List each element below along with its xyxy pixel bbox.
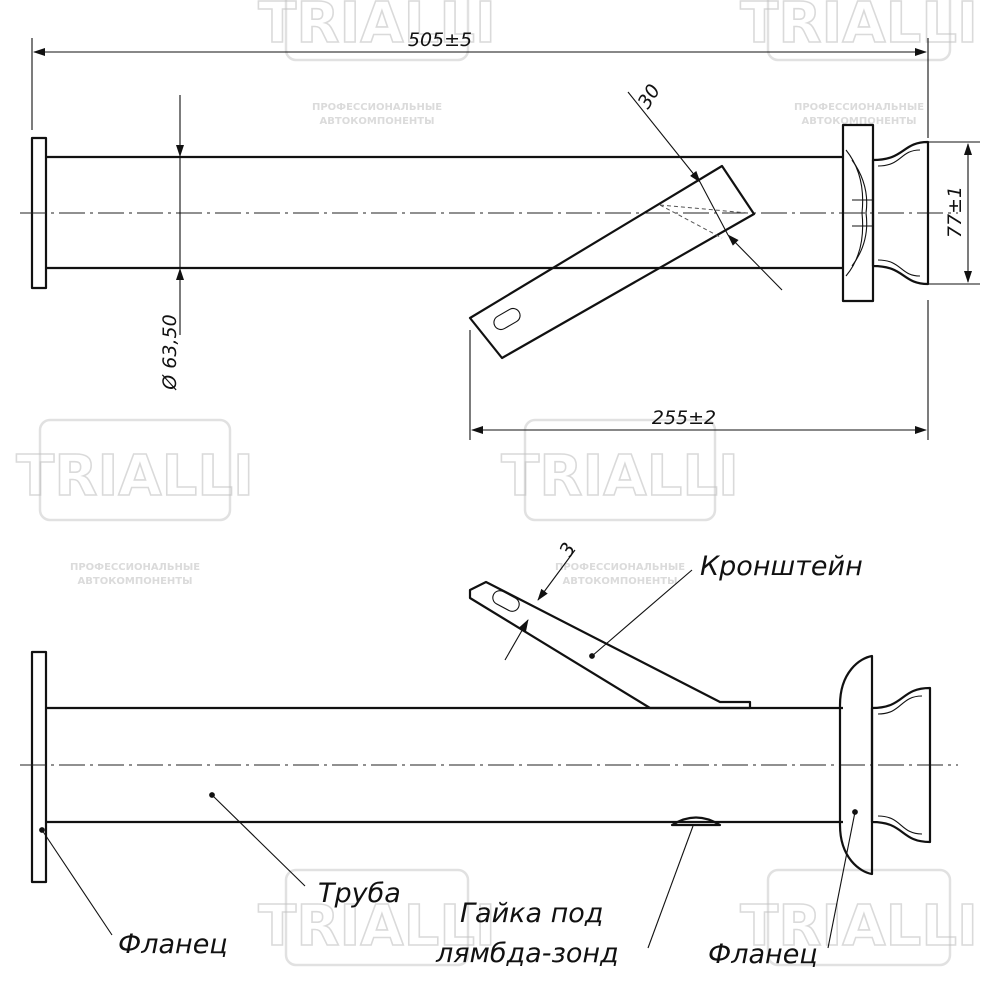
watermark-tagline: ПРОФЕССИОНАЛЬНЫЕ xyxy=(555,562,685,573)
dim-flange-height: 77±1 xyxy=(928,141,980,285)
leader-bracket xyxy=(589,569,693,659)
left-flange-side xyxy=(30,650,48,884)
leader-flange-right xyxy=(827,809,858,949)
dim-overall-length: 505±5 xyxy=(31,29,929,138)
bracket-top xyxy=(468,164,756,360)
side-view: 3 Кронштейн Труба Гайка под лямбда-зонд … xyxy=(20,539,958,970)
dim-thirty: 30 xyxy=(627,80,783,291)
label-flange-left: Фланец xyxy=(118,929,228,960)
dim-diameter: Ø 63,50 xyxy=(159,95,184,391)
watermark-tagline: ПРОФЕССИОНАЛЬНЫЕ xyxy=(794,102,924,113)
watermark-tagline: ПРОФЕССИОНАЛЬНЫЕ xyxy=(312,102,442,113)
watermark-tagline: ПРОФЕССИОНАЛЬНЫЕ xyxy=(70,562,200,573)
label-bracket: Кронштейн xyxy=(700,551,863,582)
svg-text:TRIALLI: TRIALLI xyxy=(740,0,978,56)
watermark-group: TRIALLI TRIALLI TRIALLI TRIALLI TRIALLI … xyxy=(15,0,979,967)
right-flange-side xyxy=(838,654,932,876)
watermark-logo: TRIALLI xyxy=(739,0,979,62)
dim-text-3: 3 xyxy=(555,539,580,560)
label-flange-right: Фланец xyxy=(708,939,818,970)
watermark-tagline: АВТОКОМПОНЕНТЫ xyxy=(320,116,435,127)
watermark-logo: TRIALLI xyxy=(15,418,255,522)
svg-text:TRIALLI: TRIALLI xyxy=(258,0,496,56)
lambda-nut xyxy=(670,816,722,827)
watermark-logo: TRIALLI xyxy=(500,418,740,522)
watermark-logo: TRIALLI xyxy=(257,0,497,62)
dim-text-30: 30 xyxy=(634,80,665,112)
leader-flange-left xyxy=(39,827,113,936)
label-pipe: Труба xyxy=(318,878,401,909)
dim-text-77: 77±1 xyxy=(944,186,966,238)
leader-nut xyxy=(647,825,694,949)
dim-text-diameter: Ø 63,50 xyxy=(159,314,181,390)
label-nut-line1: Гайка под xyxy=(460,898,603,929)
dim-text-505: 505±5 xyxy=(408,29,472,51)
watermark-tagline: АВТОКОМПОНЕНТЫ xyxy=(802,116,917,127)
svg-text:TRIALLI: TRIALLI xyxy=(501,444,739,509)
watermark-logo: TRIALLI xyxy=(739,868,979,967)
svg-text:TRIALLI: TRIALLI xyxy=(16,444,254,509)
svg-text:TRIALLI: TRIALLI xyxy=(258,894,496,959)
dim-text-255: 255±2 xyxy=(652,407,716,429)
dim-bracket-position: 255±2 xyxy=(469,300,929,440)
watermark-tagline: АВТОКОМПОНЕНТЫ xyxy=(563,576,678,587)
watermark-tagline: АВТОКОМПОНЕНТЫ xyxy=(78,576,193,587)
label-nut-line2: лямбда-зонд xyxy=(435,938,619,969)
leader-pipe xyxy=(209,792,306,887)
bracket-side xyxy=(468,580,752,710)
watermark-logo: TRIALLI xyxy=(257,868,497,967)
top-view: 505±5 Ø 63,50 30 77±1 255±2 xyxy=(20,29,980,440)
svg-text:TRIALLI: TRIALLI xyxy=(740,894,978,959)
